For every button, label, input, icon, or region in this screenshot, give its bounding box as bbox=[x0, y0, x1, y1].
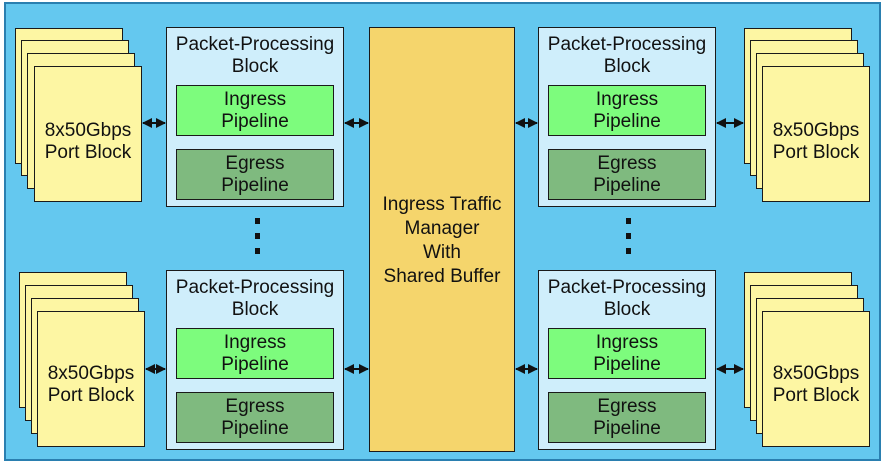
packet-processing-block-right-bottom: Packet-Processing Block Ingress Pipeline… bbox=[538, 270, 716, 450]
packet-processing-block-title: Packet-Processing Block bbox=[175, 34, 335, 77]
egress-pipeline: Egress Pipeline bbox=[176, 392, 334, 443]
port-block-label: 8x50Gbps Port Block bbox=[47, 363, 135, 406]
egress-pipeline: Egress Pipeline bbox=[548, 149, 706, 200]
ingress-traffic-manager: Ingress Traffic Manager With Shared Buff… bbox=[369, 27, 515, 452]
egress-pipeline: Egress Pipeline bbox=[548, 392, 706, 443]
egress-pipeline: Egress Pipeline bbox=[176, 149, 334, 200]
port-block-card bbox=[762, 66, 870, 202]
packet-processing-block-title: Packet-Processing Block bbox=[175, 277, 335, 320]
ingress-pipeline: Ingress Pipeline bbox=[548, 328, 706, 379]
ellipsis-dots-right bbox=[626, 218, 632, 263]
ellipsis-dots-left bbox=[255, 218, 261, 263]
packet-processing-block-left-bottom: Packet-Processing Block Ingress Pipeline… bbox=[166, 270, 344, 450]
ingress-pipeline: Ingress Pipeline bbox=[176, 85, 334, 136]
port-block-card bbox=[762, 311, 870, 447]
packet-processing-block-right-top: Packet-Processing Block Ingress Pipeline… bbox=[538, 27, 716, 207]
port-block-label: 8x50Gbps Port Block bbox=[772, 120, 860, 163]
port-block-label: 8x50Gbps Port Block bbox=[44, 120, 132, 163]
port-block-label: 8x50Gbps Port Block bbox=[772, 363, 860, 406]
ingress-pipeline: Ingress Pipeline bbox=[176, 328, 334, 379]
port-block-card bbox=[34, 66, 142, 202]
traffic-manager-label: Ingress Traffic Manager With Shared Buff… bbox=[382, 194, 502, 287]
packet-processing-block-title: Packet-Processing Block bbox=[547, 277, 707, 320]
ingress-pipeline: Ingress Pipeline bbox=[548, 85, 706, 136]
packet-processing-block-left-top: Packet-Processing Block Ingress Pipeline… bbox=[166, 27, 344, 207]
packet-processing-block-title: Packet-Processing Block bbox=[547, 34, 707, 77]
port-block-card bbox=[37, 311, 145, 447]
